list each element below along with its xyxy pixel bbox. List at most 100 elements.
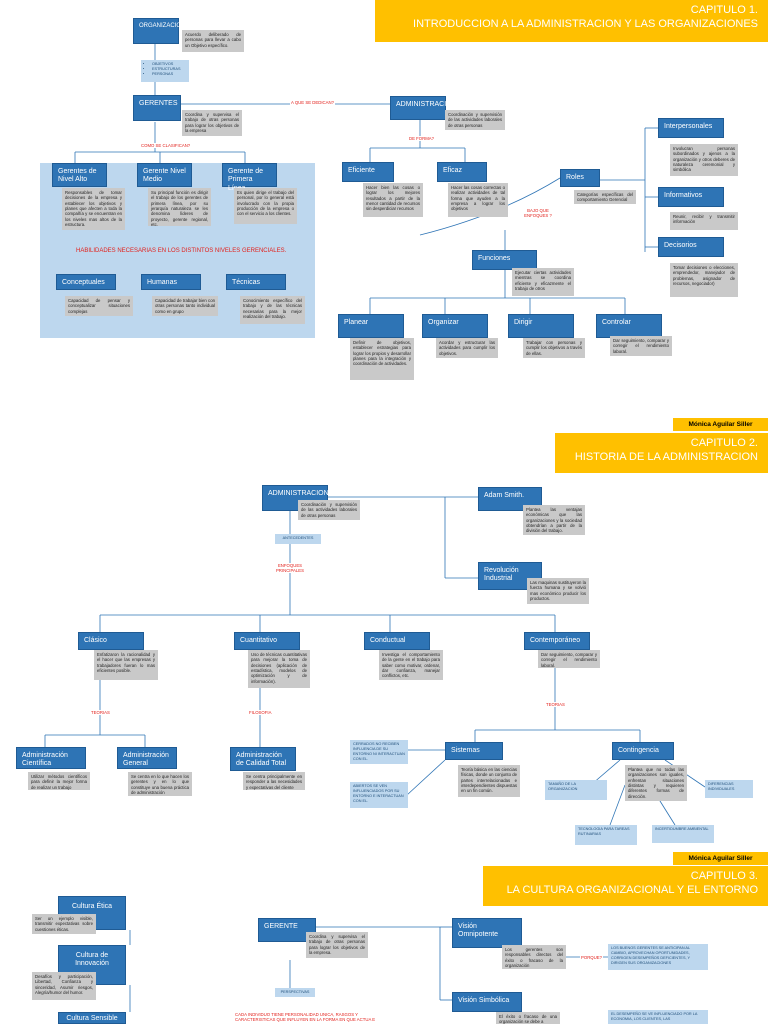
- gerente-medio-note: Su principal función es dirigir el traba…: [148, 188, 211, 227]
- enfoques-principales-label: ENFOQUES PRINCIPALES: [270, 563, 310, 574]
- organizar-node: Organizar: [422, 314, 488, 338]
- conceptuales-note: Capacidad de pensar y conceptualizar sit…: [65, 296, 133, 316]
- tecnologia-tareas-note: TECNOLOGIA PARA TAREAS RUTINARIAS: [575, 825, 637, 845]
- funciones-node: Funciones: [472, 250, 537, 270]
- author-label-2: Mónica Aguilar Siller: [673, 852, 768, 865]
- cuantitativo-note: Uso de técnicas cuantitativas para mejor…: [248, 650, 310, 688]
- antecedentes-label: ANTECEDENTES: [275, 534, 321, 544]
- como-clasifican-label: COMO SE CLASIFICAN?: [140, 143, 192, 149]
- vision-simbolica-note: El éxito o fracaso de una organización s…: [496, 1012, 560, 1024]
- organizacion-note: Acuerdo deliberado de personas para llev…: [182, 30, 244, 52]
- gerente-node: GERENTE: [258, 918, 316, 942]
- gerentes-alto-note: Responsables de tomar decisiones de la e…: [62, 188, 125, 230]
- que-se-dedican-label: A QUE SE DEDICAN?: [290, 100, 335, 106]
- porque-label: PORQUE?: [580, 955, 604, 961]
- cultura-etica-note: Ser un ejemplo visible, transmitir expec…: [32, 914, 96, 934]
- conductual-node: Conductual: [364, 632, 430, 650]
- funciones-note: Ejecutar ciertas actividades mientras se…: [512, 268, 574, 296]
- vision-omnipotente-node: Visión Omnipotente: [452, 918, 522, 948]
- sistemas-note: Teoría básica en las ciencias físicas, d…: [458, 765, 520, 797]
- cada-individuo-label: CADA INDIVIDUO TIENE PERSONALIDAD UNICA,…: [235, 1012, 376, 1023]
- contemporaneo-note: Dar seguimiento, comparar y corregir el …: [538, 650, 600, 668]
- administracion-cientifica-note: Utilizar métodos científicos para defini…: [28, 772, 90, 790]
- diferencias-individuales-note: DIFERENCIAS INDIVIDUALES: [705, 780, 753, 798]
- contemporaneo-node: Contemporáneo: [524, 632, 590, 650]
- administracion-general-note: Se centra en lo que hacen los gerentes y…: [128, 772, 192, 796]
- administracion-calidad-node: Administración de Calidad Total: [230, 747, 296, 771]
- eficiente-note: Hacer bien las cosas o lograr los mejore…: [363, 183, 423, 217]
- informativos-note: Reunir, recibir y transmitir información: [670, 212, 738, 230]
- cultura-innovacion-note: Desafíos y participación, Libertad, Conf…: [32, 972, 96, 1000]
- eficiente-node: Eficiente: [342, 162, 394, 182]
- chapter-2-number: CAPITULO 2.: [690, 437, 758, 449]
- filosofia-label: FILOSOFIA: [248, 710, 273, 716]
- adam-smith-note: Plantea las ventajas económicas que las …: [523, 505, 585, 535]
- chapter-2-title: HISTORIA DE LA ADMINISTRACION: [574, 450, 758, 463]
- tecnicas-note: Conocimiento específico del trabajo y de…: [240, 296, 305, 324]
- conductual-note: Investiga el comportamiento de la gente …: [379, 650, 443, 680]
- humanas-note: Capacidad de trabajar bien con otras per…: [152, 296, 218, 316]
- sistemas-node: Sistemas: [445, 742, 503, 760]
- gerente-primera-node: Gerente de Primera Línea: [222, 163, 277, 192]
- gerentes-note: Coordina y supervisa el trabajo de otras…: [182, 110, 242, 136]
- list-item: ESTRUCTURAS: [152, 67, 186, 72]
- administracion-general-node: Administración General: [117, 747, 177, 769]
- chapter-1-banner: CAPITULO 1. INTRODUCCION A LA ADMINISTRA…: [375, 0, 768, 42]
- chapter-3-title: LA CULTURA ORGANIZACIONAL Y EL ENTORNO: [506, 883, 758, 896]
- administracion-cientifica-node: Administración Científica: [16, 747, 86, 769]
- cerrados-note: CERRADOS NO RECIBEN INFLUENCIA DE SU ENT…: [350, 740, 408, 764]
- dirigir-note: Trabajar con personas y cumplir los obje…: [523, 338, 585, 358]
- dirigir-node: Dirigir: [508, 314, 574, 338]
- gerente-primera-note: Es quien dirige el trabajo del personal,…: [234, 188, 297, 224]
- perspectivas-label: PERSPECTIVAS: [275, 988, 315, 997]
- habilidades-label: HABILIDADES NECESARIAS EN LOS DISTINTOS …: [76, 248, 287, 254]
- teorias-label-1: TEORIAS: [90, 710, 111, 716]
- revolucion-industrial-note: Las maquinas sustituyeron la fuerza huma…: [527, 578, 589, 604]
- organizacion-node: ORGANIZACION: [133, 18, 185, 44]
- author-label-1: Mónica Aguilar Siller: [673, 418, 768, 431]
- planear-note: Definir de objetivos, establecer estrate…: [350, 338, 414, 380]
- vision-simbolica-node: Visión Simbólica: [452, 992, 522, 1012]
- teorias-label-2: TEORIAS: [545, 702, 566, 708]
- clasico-node: Clásico: [78, 632, 144, 650]
- controlar-note: Dar seguimiento, comparar y corregir el …: [610, 336, 672, 356]
- gerentes-node: GERENTES: [133, 95, 181, 121]
- gerente-note: Coordina y supervisa el trabajo de otras…: [306, 932, 368, 958]
- interpersonales-note: Involucran personas subordinados y ajeno…: [670, 144, 738, 176]
- organizacion-elements-list: OBJETIVOS ESTRUCTURAS PERSONAS: [141, 60, 189, 82]
- vision-omnipotente-note: Los gerentes son responsables directos d…: [502, 945, 566, 969]
- desempeno-note: EL DESEMPEÑO SE VE INFLUENCIADO POR LA E…: [608, 1010, 708, 1024]
- contingencia-note: Plantea que no todas las organizaciones …: [625, 765, 687, 801]
- administracion-node-1: ADMINISTRACION: [390, 96, 457, 120]
- administracion-calidad-note: Se centra principalmente en responder a …: [243, 772, 305, 790]
- chapter-1-title: INTRODUCCION A LA ADMINISTRACION Y LAS O…: [413, 17, 758, 30]
- eficaz-node: Eficaz: [437, 162, 487, 182]
- decisorios-node: Decisorios: [658, 237, 724, 257]
- roles-node: Roles: [560, 169, 600, 187]
- gerentes-alto-node: Gerentes de Nivel Alto: [52, 163, 107, 187]
- de-forma-label: DE FORMA?: [408, 136, 436, 142]
- planear-node: Planear: [338, 314, 404, 338]
- clasico-note: Enfatizaron la racionalidad y el hacer q…: [94, 650, 158, 680]
- informativos-node: Informativos: [658, 187, 724, 207]
- organizar-note: Acordar y estructurar las actividades pa…: [436, 338, 498, 358]
- list-item: PERSONAS: [152, 72, 186, 77]
- contingencia-node: Contingencia: [612, 742, 674, 760]
- humanas-node: Humanas: [141, 274, 201, 290]
- list-item: OBJETIVOS: [152, 62, 186, 67]
- decisorios-note: Tomar decisiones o elecciones, emprended…: [670, 263, 738, 297]
- administracion-note-1: Coordinación y supervisión de las activi…: [445, 110, 505, 130]
- tamano-organizacion-note: TAMAÑO DE LA ORGANIZACION: [545, 780, 607, 800]
- controlar-node: Controlar: [596, 314, 662, 338]
- bajo-que-enfoques-label: BAJO QUE ENFOQUES ?: [524, 208, 552, 219]
- roles-note: Categorías específicas del comportamient…: [574, 190, 636, 204]
- conceptuales-node: Conceptuales: [56, 274, 116, 290]
- gerente-medio-node: Gerente Nivel Medio: [137, 163, 192, 187]
- interpersonales-node: Interpersonales: [658, 118, 724, 138]
- incertidumbre-ambiental-note: INCERTIDUMBRE AMBIENTAL: [652, 825, 714, 843]
- chapter-3-banner: CAPITULO 3. LA CULTURA ORGANIZACIONAL Y …: [483, 866, 768, 906]
- cuantitativo-node: Cuantitativo: [234, 632, 300, 650]
- administracion-note-2: Coordinación y supervisión de las activi…: [298, 500, 360, 520]
- chapter-1-number: CAPITULO 1.: [690, 4, 758, 16]
- porque-note: LOS BUENOS GERENTES SE ANTICIPAN AL CAMB…: [608, 944, 708, 970]
